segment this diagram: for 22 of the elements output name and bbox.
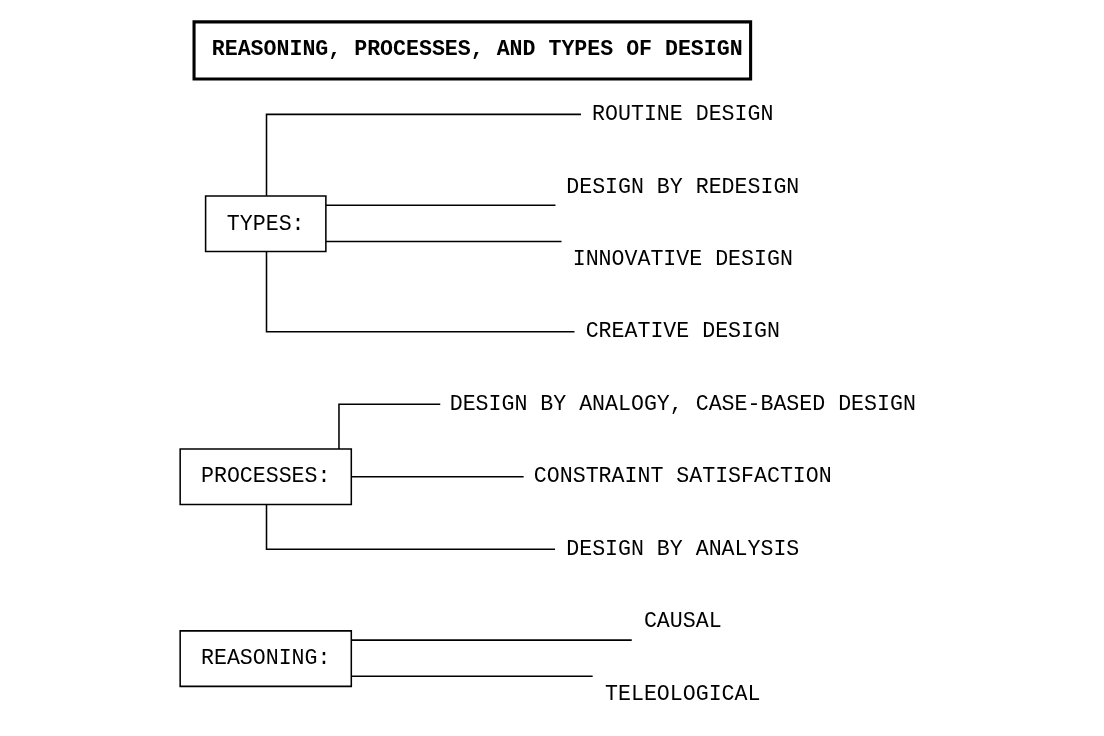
node-box: PROCESSES: xyxy=(178,448,352,506)
node-box: TYPES: xyxy=(204,195,327,253)
node-text: DESIGN BY ANALOGY, CASE-BASED DESIGN xyxy=(449,391,916,416)
node-text: CREATIVE DESIGN xyxy=(585,319,780,344)
node-text: TELEOLOGICAL xyxy=(604,681,760,706)
node-box: REASONING: xyxy=(178,630,352,688)
node-text: ROUTINE DESIGN xyxy=(591,102,773,127)
node-text: INNOVATIVE DESIGN xyxy=(572,247,793,272)
connector xyxy=(265,113,582,197)
node-text: CONSTRAINT SATISFACTION xyxy=(533,464,832,489)
connector xyxy=(350,475,524,478)
connector xyxy=(265,503,556,550)
connector xyxy=(337,403,441,450)
connector xyxy=(350,639,632,641)
connector xyxy=(265,250,575,333)
diagram-title: REASONING, PROCESSES, AND TYPES OF DESIGN xyxy=(211,37,743,62)
connector xyxy=(324,204,556,207)
node-text: DESIGN BY REDESIGN xyxy=(565,174,799,199)
connector xyxy=(350,675,593,678)
node-text: DESIGN BY ANALYSIS xyxy=(565,536,799,561)
connector xyxy=(324,240,562,243)
node-text: CAUSAL xyxy=(643,609,722,634)
